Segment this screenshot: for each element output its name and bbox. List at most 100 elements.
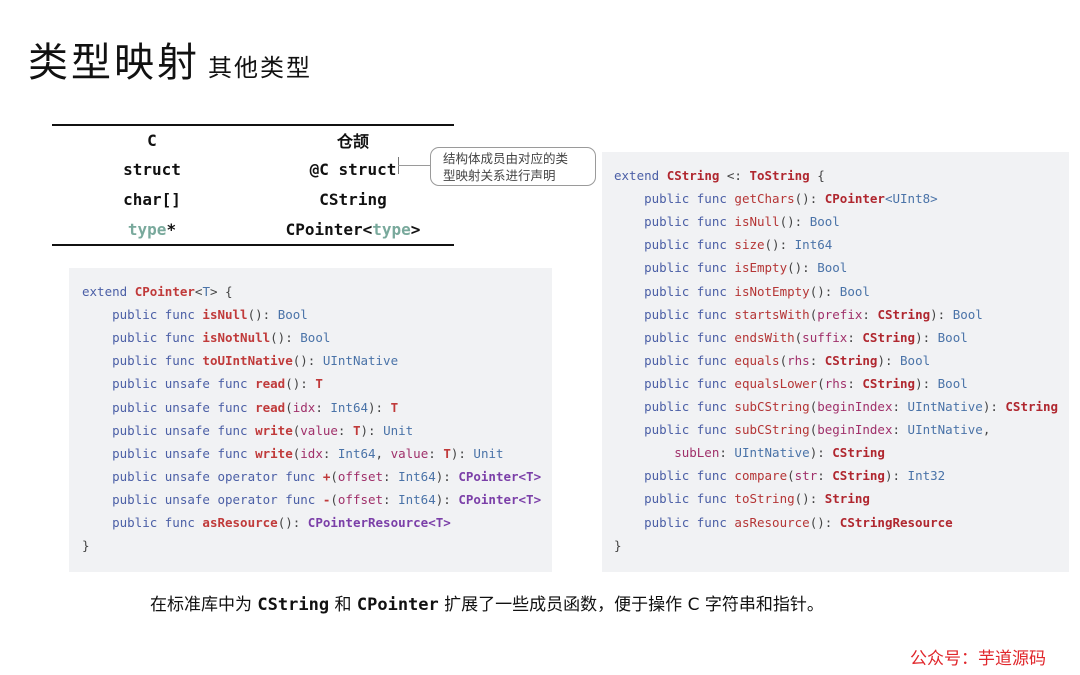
code-token: Unit xyxy=(473,445,504,461)
code-token: UIntNative xyxy=(907,422,983,438)
cangjie-type: @C struct xyxy=(309,159,397,179)
code-token: ( xyxy=(809,399,818,414)
code-token: public func xyxy=(614,375,735,391)
code-token: Bool xyxy=(839,283,870,299)
code-token: subCString xyxy=(734,422,810,438)
code-token: ): xyxy=(877,352,901,368)
code-token: startsWith xyxy=(734,306,810,322)
code-line: public func isNotNull(): Bool xyxy=(82,330,330,346)
code-token: compare xyxy=(734,468,788,484)
code-token: ): xyxy=(435,491,459,507)
code-token: Int64 xyxy=(330,399,369,415)
title-subtitle: 其他类型 xyxy=(208,54,312,82)
code-token: Bool xyxy=(937,329,968,345)
code-token: CString xyxy=(862,329,916,345)
code-token: CString xyxy=(862,375,916,391)
code-token: ): xyxy=(435,468,459,484)
code-token: ToString xyxy=(749,168,810,183)
code-token: isNotEmpty xyxy=(734,283,810,299)
code-token: Bool xyxy=(300,330,331,346)
code-token: (): xyxy=(809,514,840,530)
code-token: CPointer xyxy=(824,191,885,207)
code-token: ( xyxy=(817,375,825,391)
code-token: offset xyxy=(337,468,384,484)
code-token: public func xyxy=(614,306,735,322)
code-token: toString xyxy=(734,491,795,507)
code-line: public func size(): Int64 xyxy=(614,237,832,253)
code-token: CString xyxy=(824,352,878,368)
code-token: <: xyxy=(719,168,750,183)
code-token: - xyxy=(322,491,331,507)
cpointer-prefix: CPointer< xyxy=(285,219,373,239)
code-token: extend xyxy=(82,284,135,299)
code-token: public func xyxy=(614,329,735,345)
code-token: idx xyxy=(292,399,316,415)
code-token: Int64 xyxy=(337,445,376,461)
cpointer-suffix: > xyxy=(410,219,421,239)
code-token: isNull xyxy=(202,307,248,323)
code-token: extend xyxy=(614,168,667,183)
code-token: CPointer xyxy=(134,284,195,299)
code-token: Bool xyxy=(809,214,840,230)
table-row: struct @C struct xyxy=(52,154,454,184)
code-token: subCString xyxy=(734,399,810,414)
code-token: public func xyxy=(614,191,735,207)
cstring-extension-code: extend CString <: ToString { public func… xyxy=(602,152,1069,572)
cangjie-type: CString xyxy=(319,189,387,209)
table-row: char[] CString xyxy=(52,184,454,214)
code-token: rhs xyxy=(787,352,810,368)
code-token: suffix xyxy=(802,329,848,345)
code-token: ( xyxy=(292,445,301,461)
code-token: read xyxy=(255,376,286,392)
code-token: write xyxy=(255,422,293,438)
code-token: : xyxy=(719,445,735,461)
code-token: < xyxy=(194,284,203,299)
code-token: T xyxy=(352,422,361,438)
code-token: CPointerResource<T> xyxy=(307,515,451,530)
code-token: value xyxy=(300,422,338,438)
code-token: Bool xyxy=(900,352,931,368)
cpointer-extension-code: extend CPointer<T> { public func isNull(… xyxy=(69,268,552,572)
code-token: : xyxy=(847,375,863,391)
code-token: public func xyxy=(614,399,735,414)
code-token: Int64 xyxy=(794,237,833,253)
code-token: value xyxy=(390,445,429,461)
page-title: 类型映射其他类型 xyxy=(28,30,312,88)
code-token: CPointer<T> xyxy=(458,468,542,484)
code-token: + xyxy=(322,468,331,484)
code-line: public func getChars(): CPointer<UInt8> xyxy=(614,191,938,207)
code-token: } xyxy=(614,537,622,553)
code-token: ( xyxy=(809,422,818,438)
code-token: public func xyxy=(614,237,735,253)
code-token: rhs xyxy=(824,375,848,391)
code-token: ): xyxy=(915,375,938,391)
table-header: C 仓颉 xyxy=(52,126,454,154)
code-token: toUIntNative xyxy=(202,353,293,369)
code-token: T xyxy=(443,445,451,461)
code-token: public func xyxy=(614,491,735,507)
code-token: public unsafe operator func xyxy=(82,491,323,507)
code-line: public func equals(rhs: CString): Bool xyxy=(614,353,930,369)
code-token: : xyxy=(322,445,338,461)
code-token: ): xyxy=(368,399,391,415)
code-line: public unsafe operator func -(offset: In… xyxy=(82,492,541,508)
code-token: write xyxy=(255,445,293,461)
code-token: <UInt8> xyxy=(884,191,938,207)
code-line: public unsafe func write(idx: Int64, val… xyxy=(82,445,504,462)
code-token: : xyxy=(817,468,833,484)
code-token: CString xyxy=(832,468,885,484)
code-token: public unsafe func xyxy=(82,445,256,461)
code-token: getChars xyxy=(734,191,795,207)
code-token: UIntNative xyxy=(322,353,399,369)
code-token: public func xyxy=(614,514,735,530)
code-token: isNull xyxy=(734,214,780,230)
type-mapping-table: C 仓颉 struct @C struct char[] CString typ… xyxy=(52,124,454,246)
code-token: beginIndex xyxy=(817,422,893,438)
code-token: equals xyxy=(734,352,780,368)
code-token: Int32 xyxy=(907,468,946,484)
code-token: public func xyxy=(614,283,735,299)
code-token: CString xyxy=(1005,399,1059,414)
code-line: public func isEmpty(): Bool xyxy=(614,260,847,276)
code-token: (): xyxy=(247,307,278,323)
callout-line-1: 结构体成员由对应的类 xyxy=(443,151,569,166)
